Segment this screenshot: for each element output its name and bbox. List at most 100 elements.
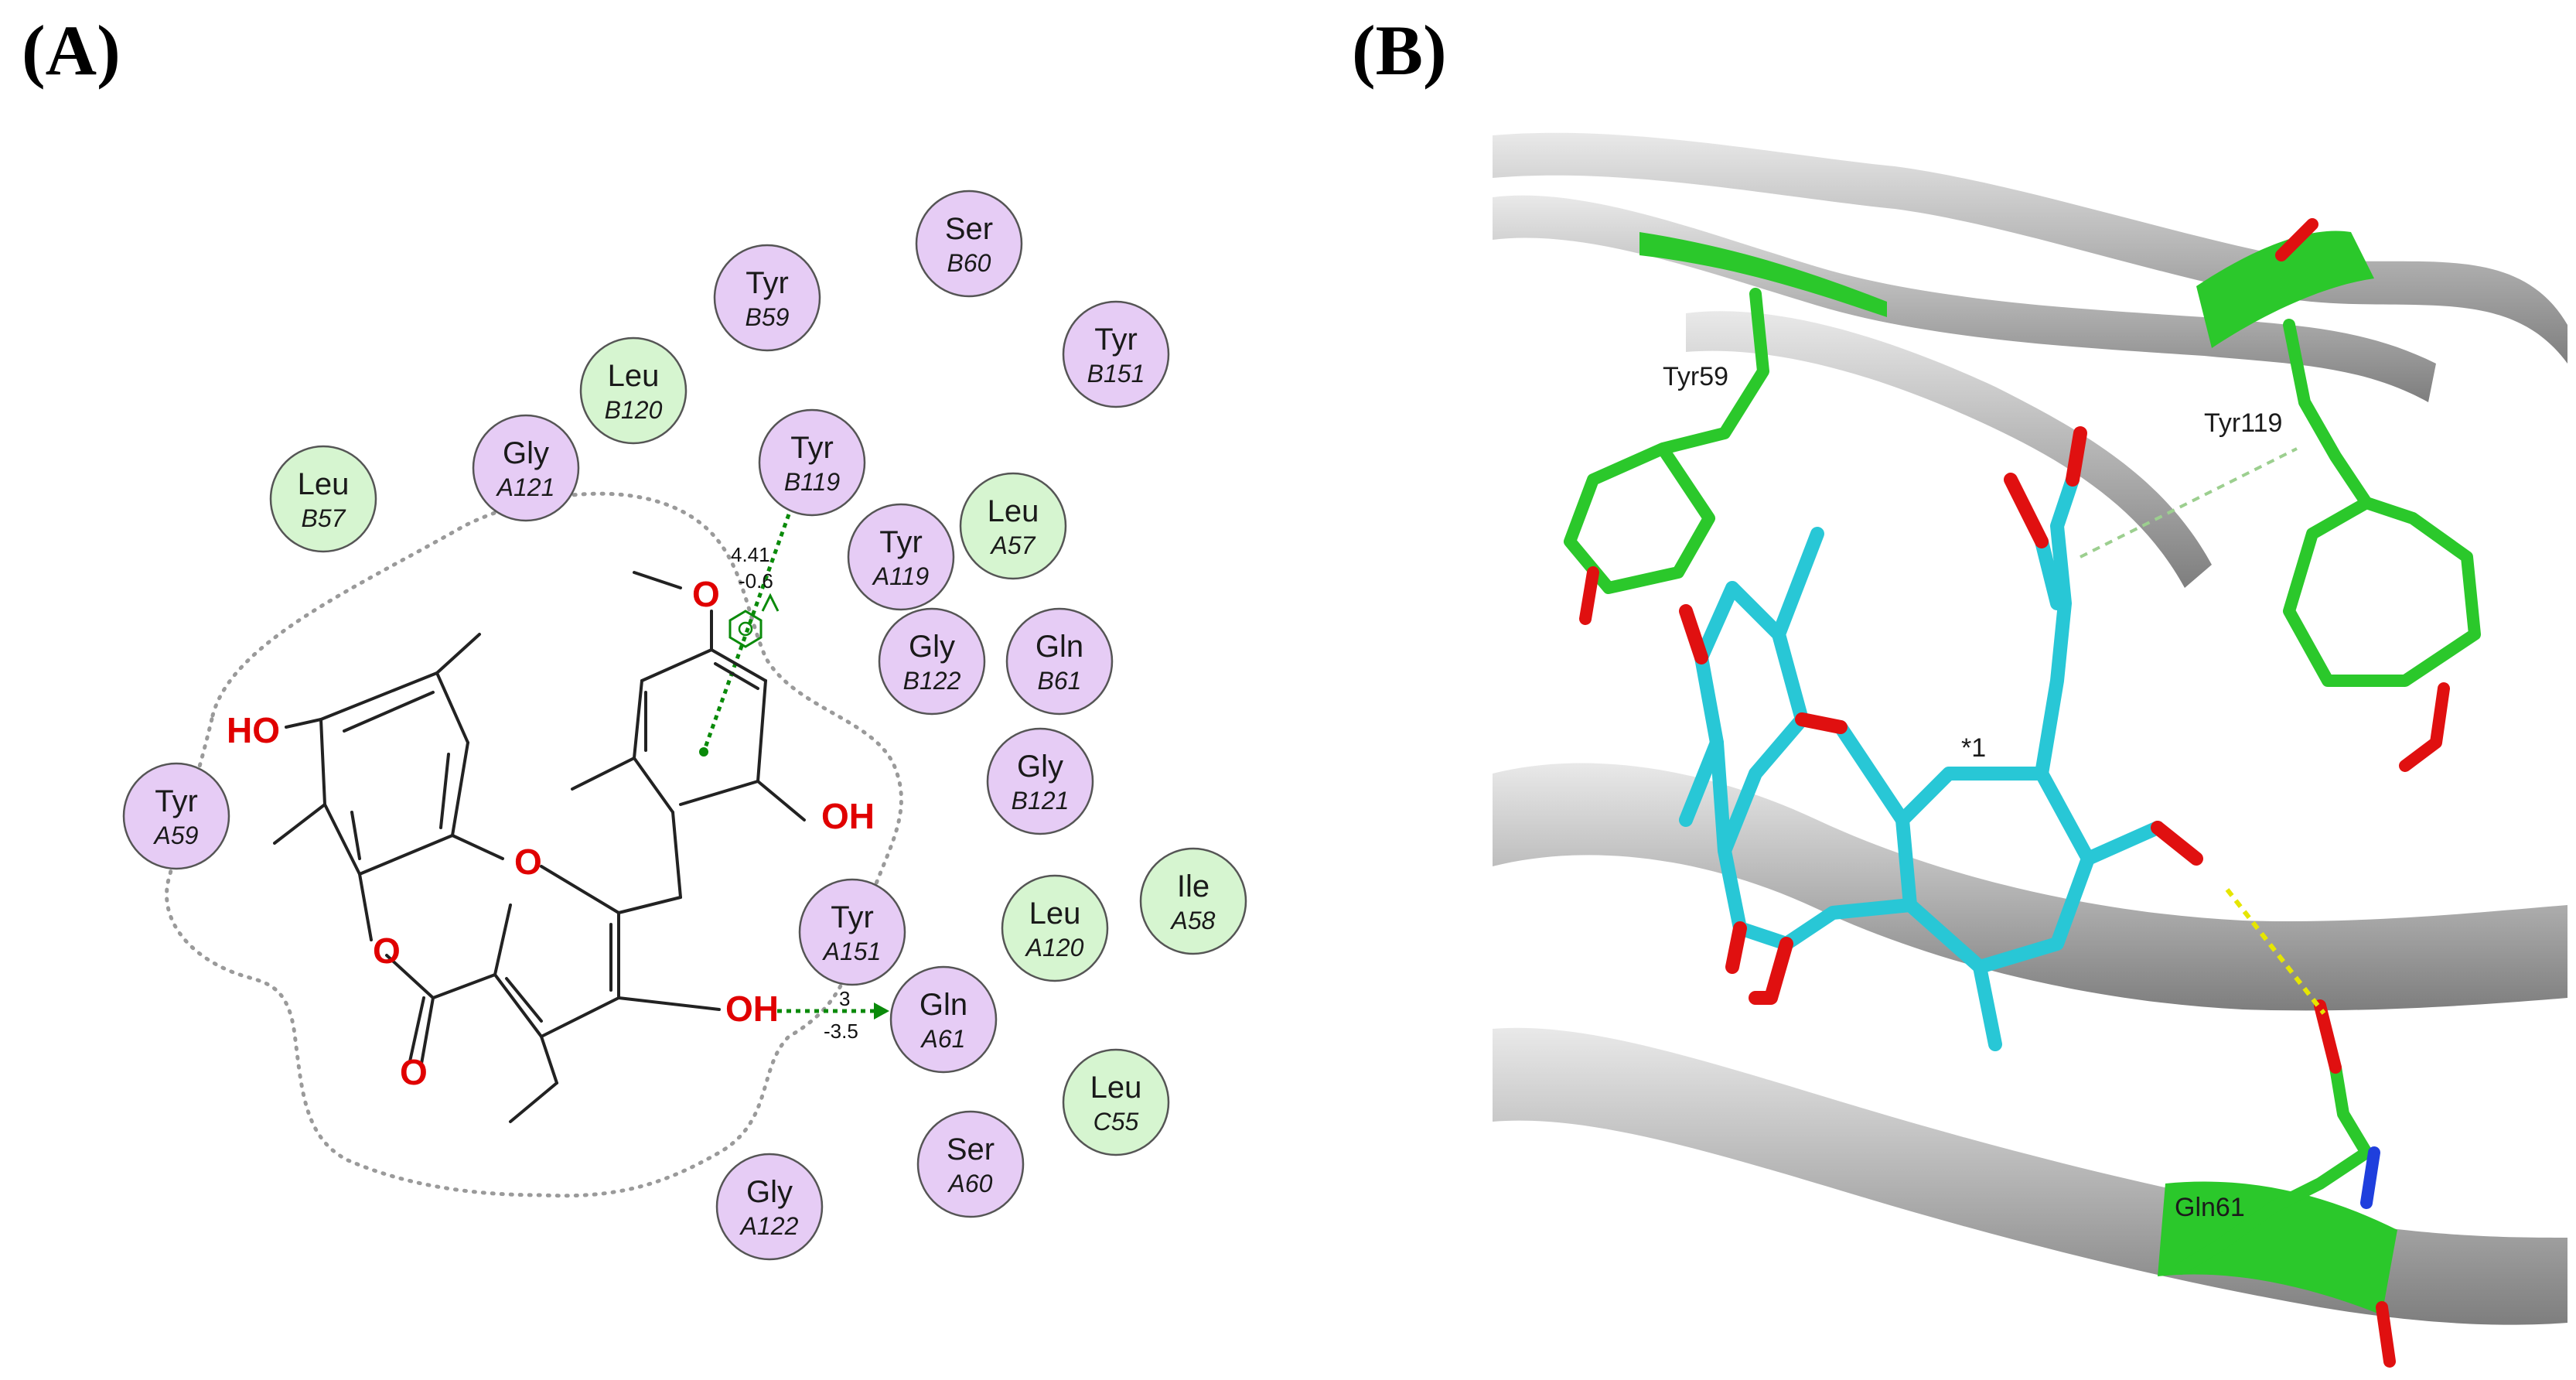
pi-marker-icon xyxy=(728,593,780,648)
residue-chain: B119 xyxy=(784,468,841,496)
residue-chain: A122 xyxy=(739,1212,799,1240)
ligand-bond xyxy=(617,896,682,914)
residue-name: Gly xyxy=(746,1175,793,1209)
ligand-bond xyxy=(540,996,620,1038)
residue-disc xyxy=(1005,607,1114,716)
pi-distance-1: 4.41 xyxy=(731,543,770,566)
ligand-bond xyxy=(358,834,454,876)
atom-label-ether-o: O xyxy=(514,842,542,882)
residue-chain: A60 xyxy=(947,1170,993,1197)
ligand-bond xyxy=(671,811,682,899)
gln61-stick xyxy=(2175,1061,2373,1275)
residue-disc xyxy=(1139,847,1247,955)
residue-chain: A120 xyxy=(1025,934,1084,962)
residue-discs: SerB60TyrB59TyrB151LeuB120GlyA121TyrB119… xyxy=(122,190,1247,1261)
ligand-bond xyxy=(323,803,361,876)
residue-chain: B59 xyxy=(746,303,790,331)
residue-name: Leu xyxy=(298,467,350,501)
residue-disc xyxy=(713,244,821,352)
residue-disc xyxy=(269,445,377,553)
residue-chain: B57 xyxy=(302,504,346,532)
residue-disc xyxy=(1062,1048,1170,1156)
label-gln61: Gln61 xyxy=(2175,1193,2245,1222)
ligand-bond xyxy=(319,718,326,806)
ligand-bond xyxy=(420,996,435,1065)
ligand-bond xyxy=(633,757,674,814)
atom-label-carbonyl-o: O xyxy=(400,1052,428,1092)
hbond-distance-1: 3 xyxy=(839,987,850,1010)
residue-name: Gln xyxy=(1036,630,1083,664)
gln61-base-oxygen xyxy=(2376,1301,2396,1368)
ligand-bond xyxy=(633,679,643,760)
residue-name: Tyr xyxy=(155,784,198,818)
residue-disc xyxy=(878,607,986,716)
panel-b: (B) xyxy=(1352,11,2567,1368)
ligand-3d-oxygens xyxy=(1679,426,2203,1005)
residue-chain: A61 xyxy=(920,1025,966,1053)
residue-chain: A57 xyxy=(990,531,1036,559)
ligand-bond xyxy=(640,648,713,682)
ligand-bond xyxy=(385,954,435,999)
ligand-bond xyxy=(493,973,543,1038)
ligand-bond xyxy=(343,691,435,733)
ligand-bond xyxy=(571,757,636,791)
ligand-bond xyxy=(679,780,759,806)
ligand-atom-labels: HO OH OH O O O O xyxy=(227,574,875,1092)
residue-chain: A119 xyxy=(872,562,930,590)
residue-chain: A151 xyxy=(822,938,882,965)
ligand-bond xyxy=(408,996,425,1063)
residue-name: Leu xyxy=(1029,897,1081,931)
tyr119-carbonyl xyxy=(2275,218,2318,261)
residue-name: Gly xyxy=(1017,750,1063,784)
ligand-bond xyxy=(617,996,721,1011)
atom-label-oh-bottom: OH xyxy=(725,989,779,1029)
ligand-bond xyxy=(710,648,767,682)
label-marker: *1 xyxy=(1961,733,1986,763)
label-tyr59: Tyr59 xyxy=(1663,362,1728,391)
residue-name: Tyr xyxy=(746,266,789,300)
ligand-bond xyxy=(273,803,326,845)
ligand-bond xyxy=(285,718,322,729)
residue-chain: A58 xyxy=(1170,907,1216,934)
tyr59-stick xyxy=(1564,288,1769,594)
residue-disc xyxy=(715,1153,824,1261)
residue-chain: B121 xyxy=(1012,787,1070,815)
residue-disc xyxy=(889,965,998,1074)
ligand-bond xyxy=(540,1035,558,1085)
atom-label-ho: HO xyxy=(227,710,280,750)
ligand-bond xyxy=(358,873,373,941)
ligand-bond xyxy=(714,662,759,690)
residue-name: Leu xyxy=(988,494,1039,528)
residue-disc xyxy=(915,190,1023,298)
ribbon-green-gln61 xyxy=(2158,1181,2397,1315)
ligand-bond xyxy=(432,973,496,999)
ribbon-strand-3 xyxy=(1686,311,2212,588)
residue-disc xyxy=(579,336,688,445)
residue-chain: A121 xyxy=(496,473,555,501)
residue-chain: B60 xyxy=(947,249,991,277)
ligand-bond xyxy=(756,780,806,822)
residue-disc xyxy=(122,762,230,870)
ribbon-green-tyr119 xyxy=(2196,231,2374,348)
residue-disc xyxy=(916,1110,1025,1218)
pi-distance-2: -0.6 xyxy=(739,569,773,593)
residue-name: Ser xyxy=(945,212,993,246)
residue-chain: B120 xyxy=(605,396,663,424)
ligand-bond xyxy=(319,671,438,721)
hbond-3d-line xyxy=(2225,888,2326,1015)
residue-chain: B61 xyxy=(1038,667,1082,695)
hbond-arrow-icon xyxy=(874,1003,889,1020)
residue-name: Tyr xyxy=(790,431,834,465)
pi-3d-line xyxy=(2080,447,2298,558)
